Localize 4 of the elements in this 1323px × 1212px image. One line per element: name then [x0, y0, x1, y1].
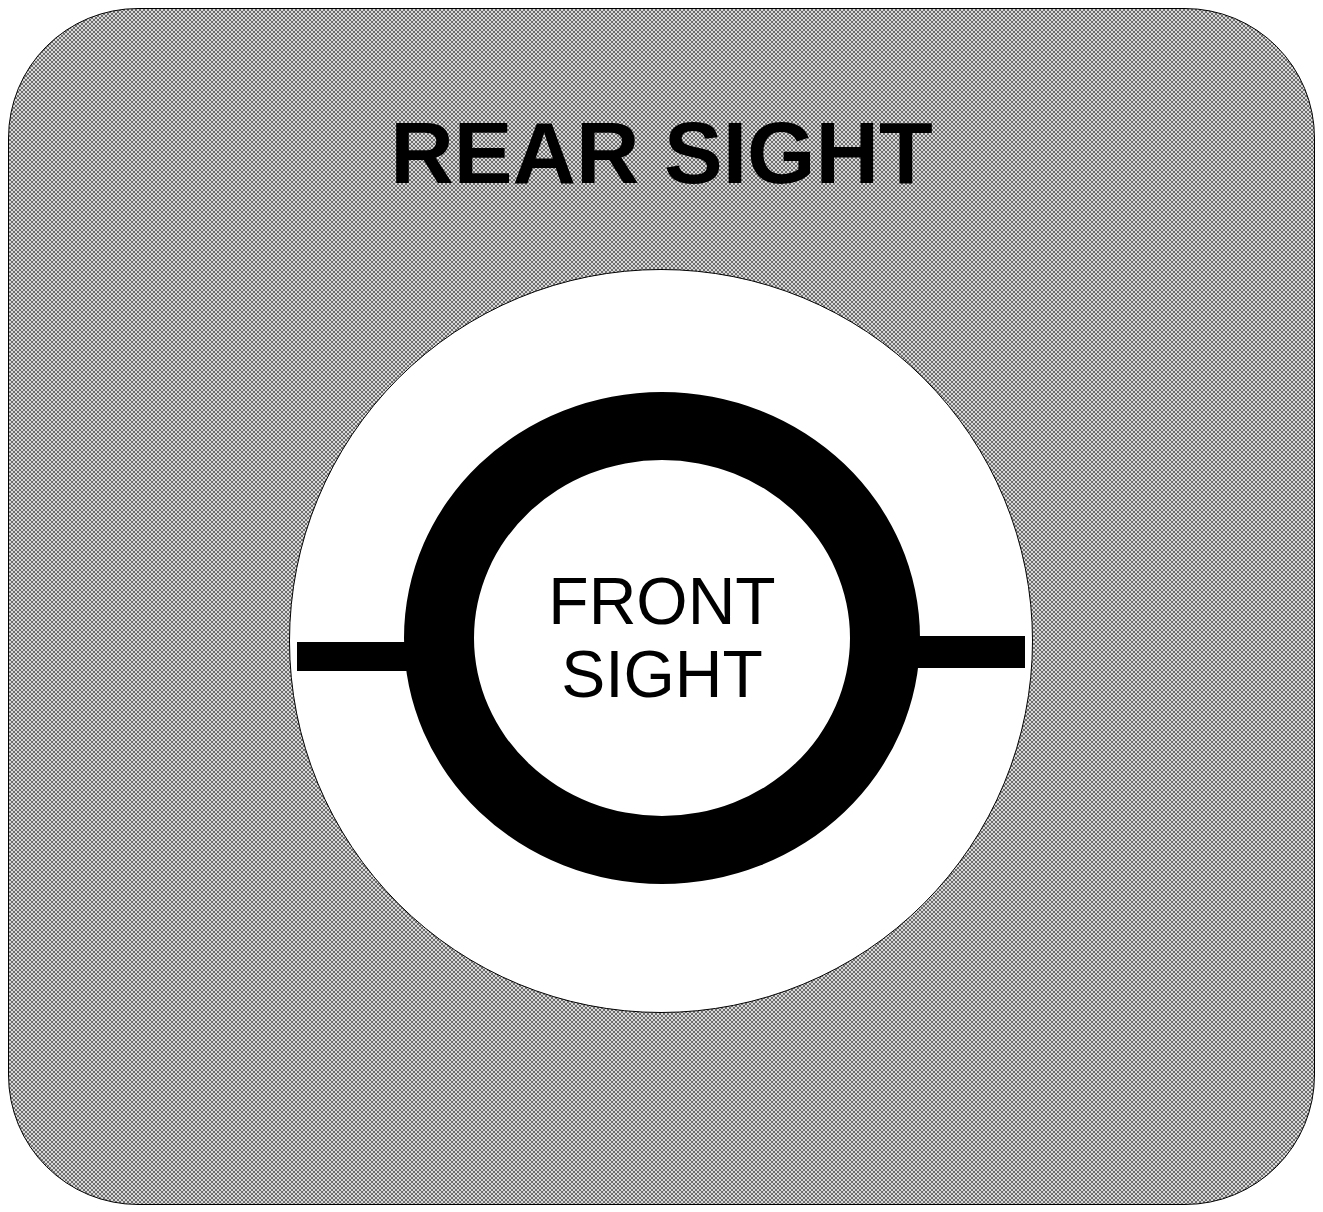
sight-aperture — [289, 269, 1033, 1013]
sight-label: FRONT SIGHT — [547, 565, 777, 711]
title-label: REAR SIGHT — [390, 109, 933, 197]
rear-sight-plate — [8, 8, 1315, 1205]
